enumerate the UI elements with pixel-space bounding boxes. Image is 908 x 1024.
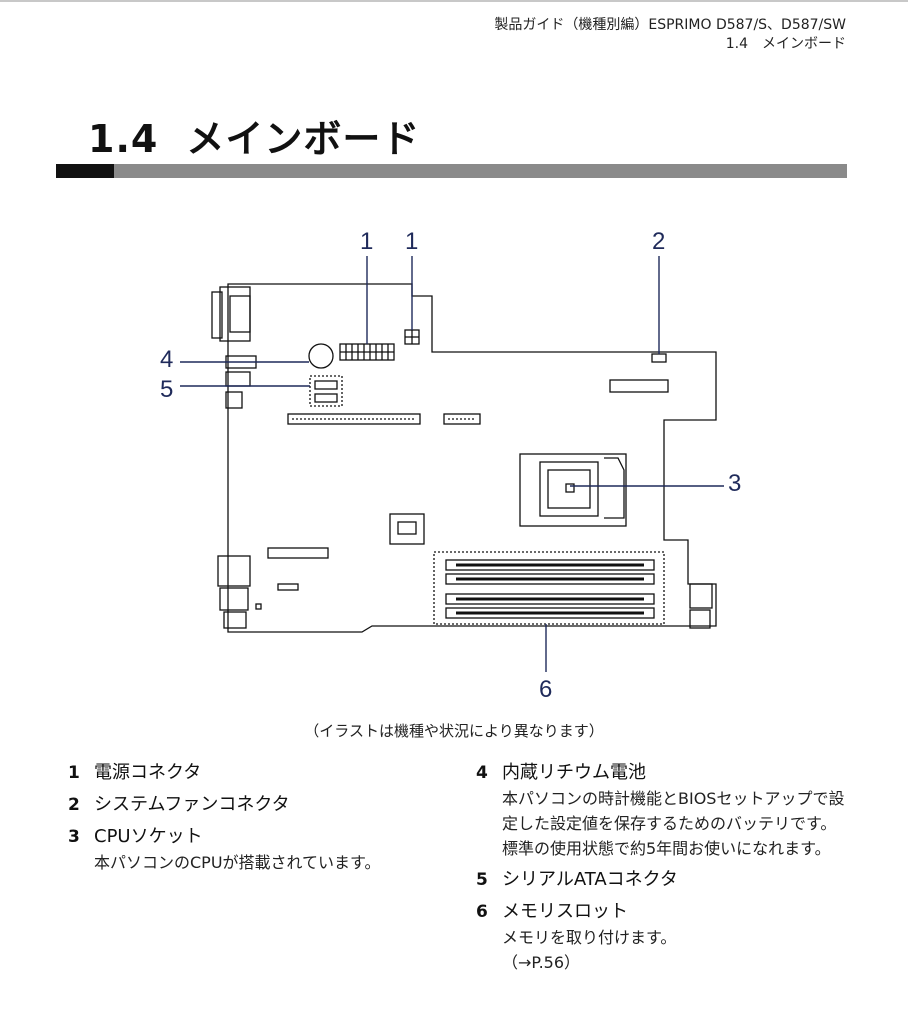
title-underline-grey [114, 164, 847, 178]
legend-item: 4 内蔵リチウム電池 本パソコンの時計機能とBIOSセットアップで設定した設定値を… [476, 760, 852, 861]
legend-number: 5 [476, 870, 488, 890]
callout-3: 3 [728, 470, 742, 497]
small-header [277, 583, 299, 591]
jumper [255, 603, 262, 610]
battery [308, 343, 334, 369]
callout-4: 4 [160, 346, 174, 373]
legend-description: 本パソコンの時計機能とBIOSセットアップで設定した設定値を保存するためのバッテ… [502, 789, 845, 858]
legend-number: 3 [68, 827, 80, 847]
right-edge-ports [689, 583, 713, 629]
legend-description: メモリを取り付けます。 [502, 928, 677, 947]
legend-right-column: 4 内蔵リチウム電池 本パソコンの時計機能とBIOSセットアップで設定した設定値を… [476, 760, 852, 981]
figure-caption: （イラストは機種や状況により異なります） [304, 722, 604, 740]
section-title-text: メインボード [186, 117, 421, 161]
callout-2: 2 [652, 228, 666, 255]
top-rule [0, 0, 908, 2]
legend-label: シリアルATAコネクタ [502, 869, 678, 890]
legend-left-column: 1 電源コネクタ 2 システムファンコネクタ 3 CPUソケット 本パソコンのCPUが… [68, 760, 438, 881]
legend-number: 4 [476, 763, 488, 783]
legend-label: CPUソケット [94, 826, 203, 847]
header-connector [609, 379, 669, 393]
legend-item: 5 シリアルATAコネクタ [476, 867, 852, 893]
callout-1-b: 1 [405, 228, 419, 255]
legend-item: 1 電源コネクタ [68, 760, 438, 786]
callout-5: 5 [160, 376, 174, 403]
rear-io-ports [211, 286, 257, 629]
legend-number: 1 [68, 763, 80, 783]
callout-6: 6 [539, 676, 553, 703]
section-number: 1.4 [88, 117, 159, 161]
running-header: 製品ガイド（機種別編）ESPRIMO D587/S、D587/SW 1.4 メイ… [494, 16, 846, 54]
power-connector-aux [404, 329, 420, 345]
running-header-doc-title: 製品ガイド（機種別編）ESPRIMO D587/S、D587/SW [494, 17, 846, 33]
section-title: 1.4 メインボード [88, 108, 420, 163]
pcie-slots [287, 413, 481, 425]
power-connector-main [339, 343, 395, 361]
legend-label: 内蔵リチウム電池 [502, 762, 646, 783]
running-header-section: 1.4 メインボード [725, 36, 846, 52]
legend-description: 本パソコンのCPUが搭載されています。 [94, 853, 381, 872]
legend-item: 3 CPUソケット 本パソコンのCPUが搭載されています。 [68, 824, 438, 875]
leader-lines [180, 256, 724, 672]
chipset [389, 513, 425, 545]
legend-label: システムファンコネクタ [94, 794, 290, 815]
page-reference-link[interactable]: （→P.56） [502, 953, 581, 972]
board-outline [227, 283, 717, 633]
title-underline-dark [56, 164, 114, 178]
callout-1-a: 1 [360, 228, 374, 255]
cpu-socket [519, 453, 627, 527]
legend-item: 2 システムファンコネクタ [68, 792, 438, 818]
legend-number: 6 [476, 902, 488, 922]
legend-label: 電源コネクタ [94, 762, 202, 783]
m2-slot [267, 547, 329, 559]
sata-connectors [309, 375, 343, 407]
legend-number: 2 [68, 795, 80, 815]
memory-slots [433, 551, 665, 625]
legend-label: メモリスロット [502, 901, 628, 922]
system-fan-connector [651, 353, 667, 363]
legend-item: 6 メモリスロット メモリを取り付けます。 （→P.56） [476, 899, 852, 975]
